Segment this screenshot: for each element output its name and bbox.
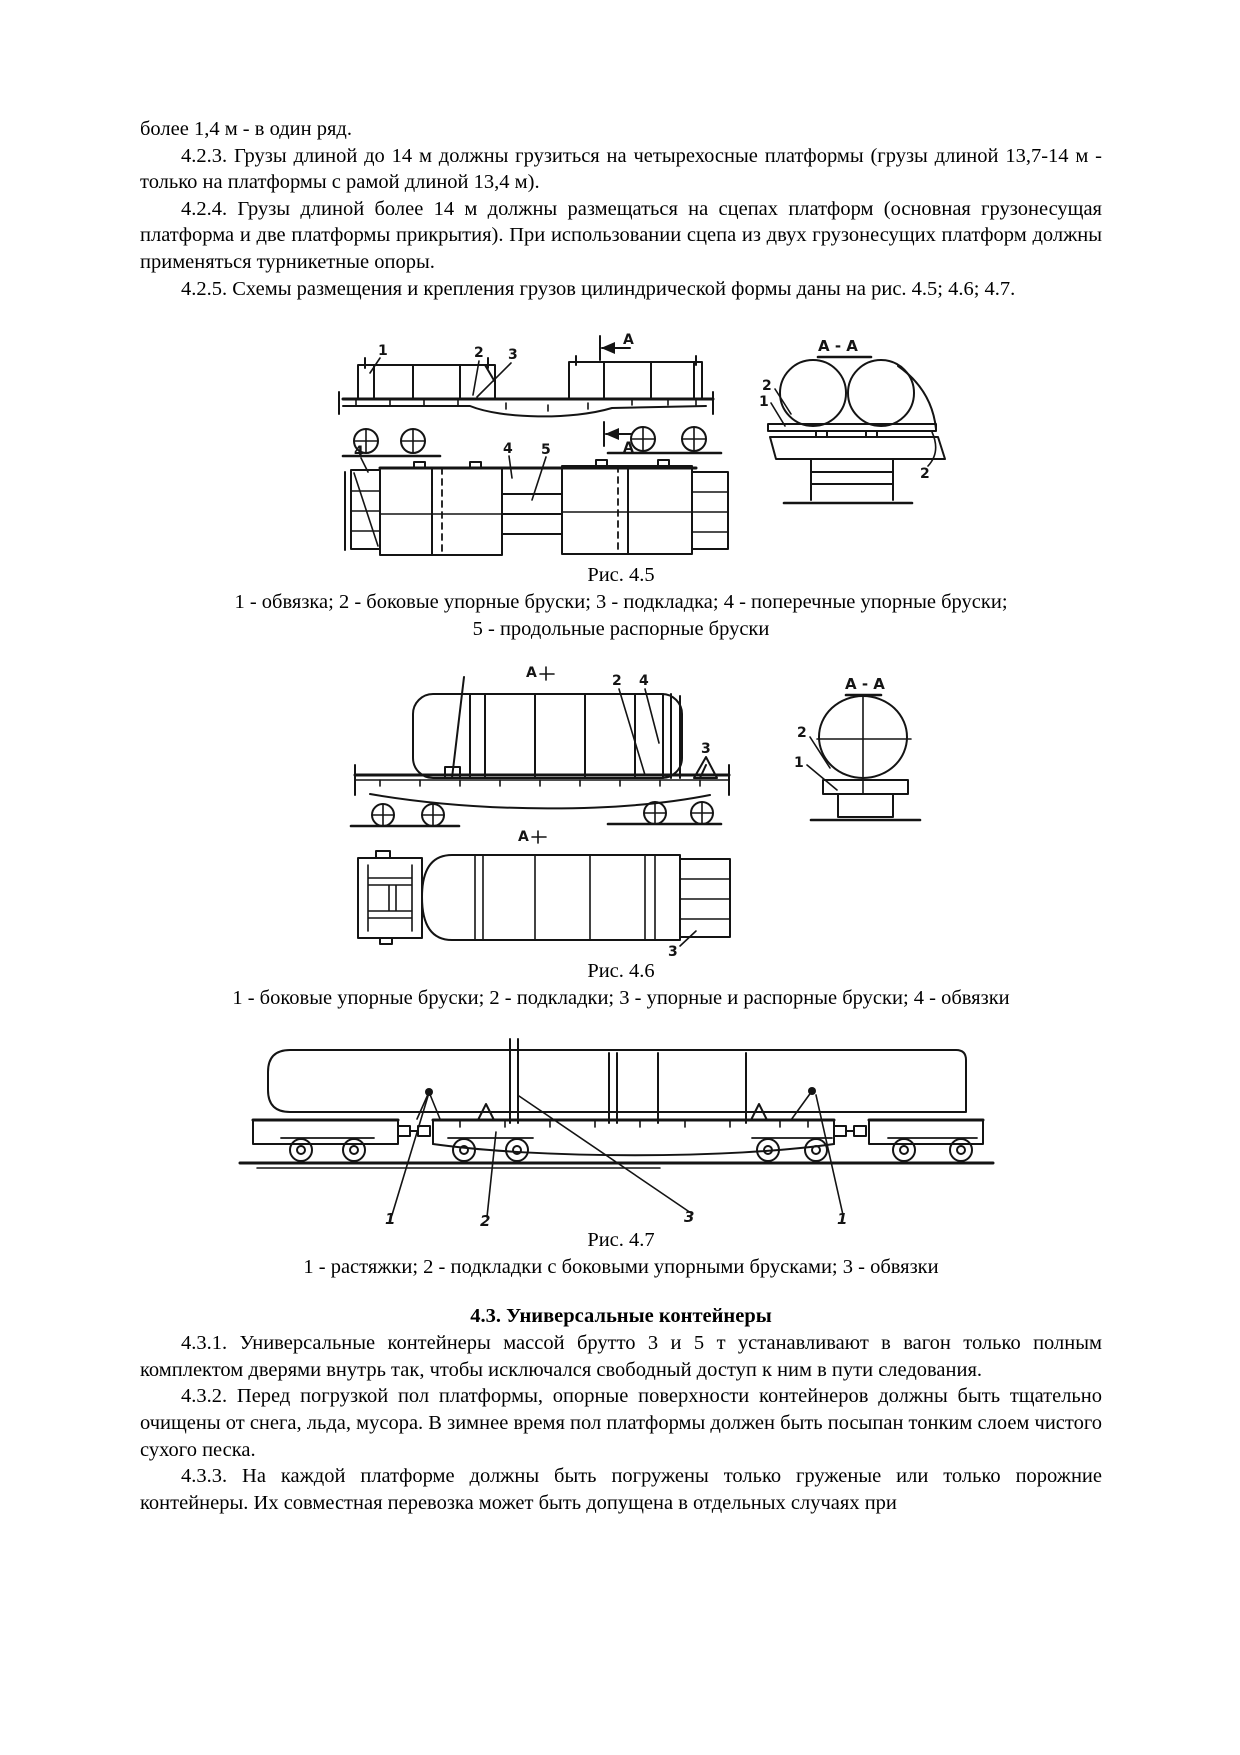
- figure-label: 3: [701, 741, 711, 757]
- figure-label: 2: [920, 466, 930, 482]
- section-marker: А: [526, 665, 537, 681]
- page-content: более 1,4 м - в один ряд. 4.2.3. Грузы д…: [140, 116, 1102, 1516]
- figure-label: 1: [759, 394, 769, 410]
- fig47-legend-line1: 1 - растяжки; 2 - подкладки с боковыми у…: [303, 1256, 939, 1279]
- fig47-ties-and-leaders: [391, 1087, 844, 1218]
- figure-label: 2: [612, 673, 622, 689]
- figure-4-7-drawing: 1 2 3 1: [238, 1038, 995, 1227]
- figure-label: 4: [503, 441, 513, 457]
- figure-4-6-drawing: А 2 4 3 А - А 2 1 А 3: [349, 665, 922, 958]
- figure-label: 1: [837, 1210, 847, 1227]
- paragraph-intro: более 1,4 м - в один ряд.: [140, 118, 352, 140]
- paragraph-4-3-1: 4.3.1. Универсальные контейнеры массой б…: [140, 1332, 1102, 1381]
- section-marker: А: [518, 829, 529, 845]
- figure-label: 4: [354, 444, 364, 460]
- figure-label: 1: [794, 755, 804, 771]
- fig45-side-view: [338, 355, 723, 458]
- figure-label: 5: [541, 442, 551, 458]
- fig45-legend-line1: 1 - обвязка; 2 - боковые упорные бруски;…: [234, 591, 1008, 614]
- fig46-legend-line1: 1 - боковые упорные бруски; 2 - подкладк…: [232, 987, 1010, 1010]
- figure-4-5-drawing: 1 2 3 А А А - А 2 1 2 4 4 5: [338, 332, 946, 557]
- figure-label: 1: [385, 1210, 395, 1227]
- section-marker: А: [623, 332, 634, 348]
- section-marker: А: [623, 440, 634, 456]
- fig45-section-marks: [369, 335, 633, 448]
- paragraph-4-3-2: 4.3.2. Перед погрузкой пол платформы, оп…: [140, 1385, 1102, 1461]
- figure-label: 2: [797, 725, 807, 741]
- fig47-cargo: [267, 1038, 967, 1125]
- paragraph-4-2-3: 4.2.3. Грузы длиной до 14 м должны грузи…: [140, 144, 1102, 194]
- fig46-text-labels: А 2 4 3 А - А 2 1 А 3: [518, 665, 885, 958]
- fig47-platforms: [251, 1103, 985, 1157]
- section-4-3-heading: 4.3. Универсальные контейнеры: [470, 1305, 772, 1328]
- fig45-plan-view: [344, 455, 729, 557]
- paragraph-4-2-4: 4.2.4. Грузы длиной более 14 м должны ра…: [140, 197, 1102, 273]
- fig45-text-labels: 1 2 3 А А А - А 2 1 2 4 4 5: [354, 332, 930, 482]
- section-view-title: А - А: [845, 675, 885, 693]
- fig46-plan-view: [357, 850, 731, 947]
- fig47-bogies: [238, 1137, 995, 1169]
- fig47-caption: Рис. 4.7: [587, 1229, 655, 1252]
- figure-label: 2: [474, 345, 484, 361]
- fig46-caption: Рис. 4.6: [587, 960, 655, 983]
- figure-label: 2: [762, 378, 772, 394]
- section-view-title: А - А: [818, 337, 858, 355]
- paragraph-4-3-3: 4.3.3. На каждой платформе должны быть п…: [140, 1465, 1102, 1514]
- fig46-cross-section: [806, 693, 922, 822]
- fig45-caption: Рис. 4.5: [587, 564, 655, 587]
- fig47-text-labels: 1 2 3 1: [385, 1208, 847, 1227]
- figure-label: 3: [508, 347, 518, 363]
- fig45-cross-section: [767, 355, 946, 505]
- figure-label: 3: [668, 944, 678, 958]
- figure-label: 1: [378, 343, 388, 359]
- fig46-side-view: [349, 666, 731, 844]
- fig45-legend-line2: 5 - продольные распорные бруски: [472, 618, 770, 641]
- paragraph-4-2-5: 4.2.5. Схемы размещения и крепления груз…: [181, 277, 1016, 300]
- figure-label: 3: [684, 1208, 694, 1226]
- figure-label: 2: [480, 1212, 490, 1227]
- figure-label: 4: [639, 673, 649, 689]
